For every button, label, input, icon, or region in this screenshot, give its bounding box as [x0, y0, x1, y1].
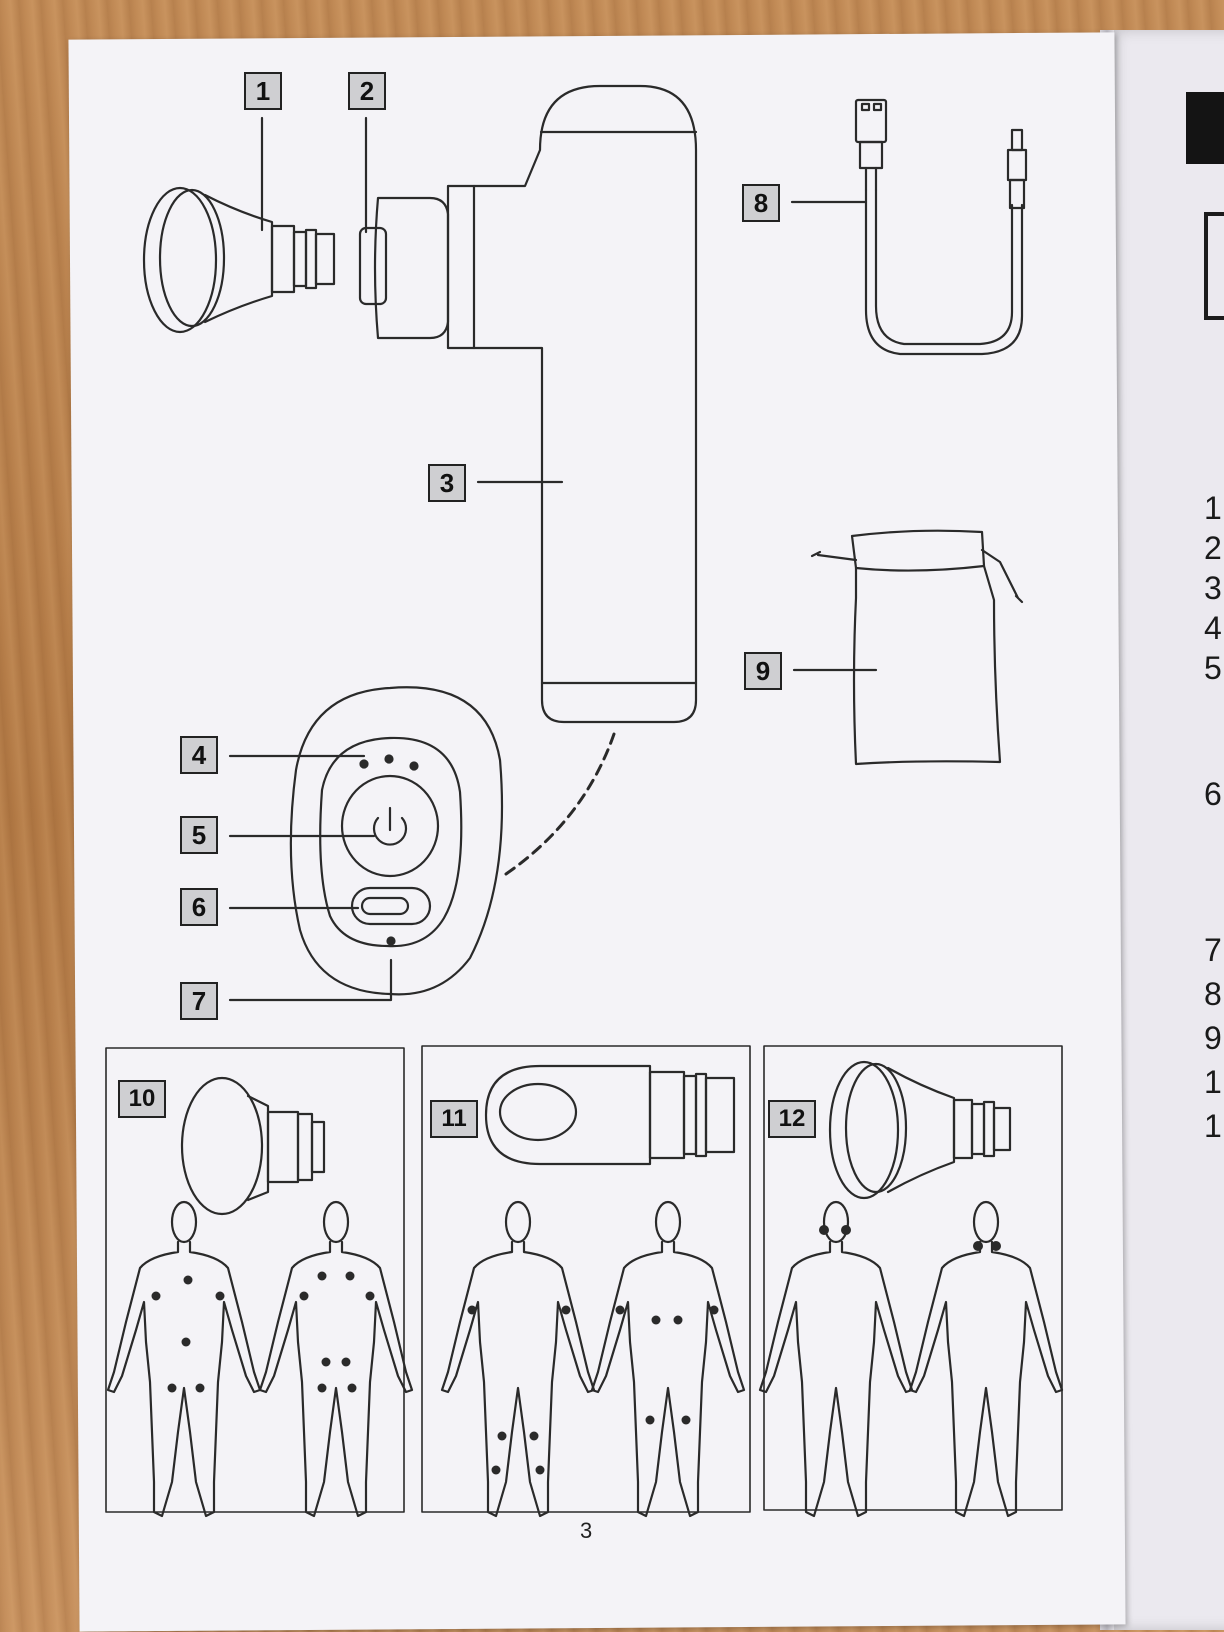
right-number: 6	[1204, 776, 1222, 812]
right-page-black-tab	[1186, 92, 1224, 164]
callout-10: 10	[118, 1080, 166, 1118]
charging-port-dot	[386, 936, 396, 946]
leader-line-7	[228, 958, 393, 1002]
panel-12	[763, 1045, 1063, 1511]
dashed-connector	[504, 732, 616, 876]
right-number: 2	[1204, 530, 1222, 566]
body-front-11	[440, 1200, 596, 1518]
right-number: 1	[1204, 490, 1222, 526]
indicator-led-3	[409, 761, 419, 771]
body-front-10	[106, 1200, 262, 1518]
body-front-12	[758, 1200, 914, 1518]
callout-1: 1	[244, 72, 282, 110]
right-number: 9	[1204, 1020, 1222, 1056]
right-number: 3	[1204, 570, 1222, 606]
wide-head-icon	[828, 1060, 1012, 1200]
massage-points	[151, 1225, 1001, 1475]
storage-bag-icon	[810, 529, 1024, 766]
right-number: 1	[1204, 1108, 1222, 1144]
flat-head-icon	[180, 1076, 326, 1216]
callout-7: 7	[180, 982, 218, 1020]
body-back-11	[590, 1200, 746, 1518]
massage-head-icon	[142, 186, 336, 334]
callout-3: 3	[428, 464, 466, 502]
right-number: 7	[1204, 932, 1222, 968]
right-number: 5	[1204, 650, 1222, 686]
panel-10	[105, 1047, 405, 1513]
callout-4: 4	[180, 736, 218, 774]
page-number: 3	[580, 1518, 593, 1543]
right-page-icon	[1204, 212, 1224, 320]
callout-2: 2	[348, 72, 386, 110]
callout-9: 9	[744, 652, 782, 690]
control-panel-icon	[289, 686, 504, 996]
right-number: 8	[1204, 976, 1222, 1012]
indicator-led-2	[384, 754, 394, 764]
usb-cable-icon	[854, 98, 1028, 356]
body-back-10	[258, 1200, 414, 1518]
body-back-12	[908, 1200, 1064, 1518]
callout-6: 6	[180, 888, 218, 926]
callout-8: 8	[742, 184, 780, 222]
right-number: 1	[1204, 1064, 1222, 1100]
callout-5: 5	[180, 816, 218, 854]
callout-12: 12	[768, 1100, 816, 1138]
callout-11: 11	[430, 1100, 478, 1138]
panel-11	[421, 1045, 751, 1513]
indicator-led-1	[359, 759, 369, 769]
massage-gun-icon	[358, 84, 698, 724]
oval-head-icon	[484, 1064, 736, 1166]
right-number: 4	[1204, 610, 1222, 646]
